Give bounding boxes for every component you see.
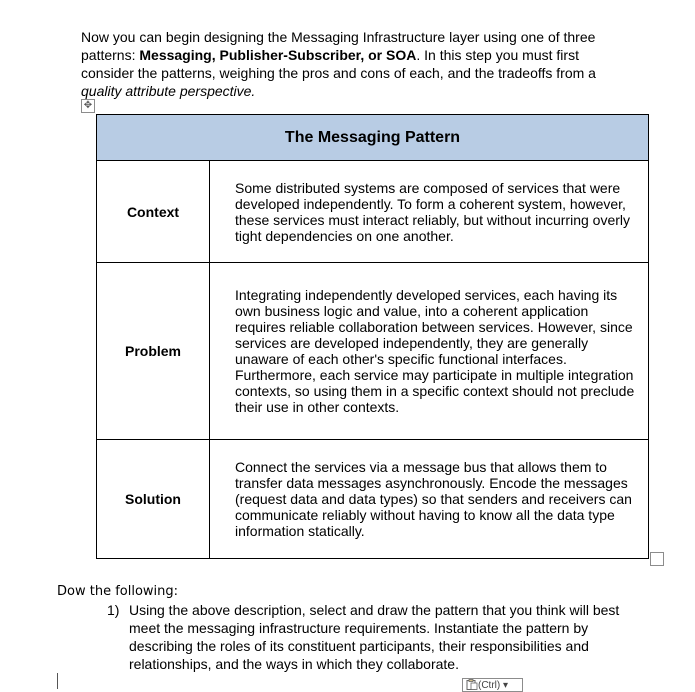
section-heading: Dow the following: [57,584,179,599]
row-text-problem: Integrating independently developed serv… [209,262,649,440]
row-text-solution: Connect the services via a message bus t… [209,439,649,559]
list-item-number: 1) [107,602,120,618]
intro-italic-text: quality attribute perspective. [81,83,256,99]
table-row: Context Some distributed systems are com… [96,160,649,263]
intro-pattern-names: Messaging, Publisher-Subscriber, or SOA [139,47,417,63]
row-label-problem: Problem [96,262,210,440]
intro-text-continued: . In this step you must first consider t… [81,47,596,81]
intro-paragraph: Now you can begin designing the Messagin… [81,28,621,100]
row-label-solution: Solution [96,439,210,559]
row-label-context: Context [96,160,210,263]
paste-options-label: (Ctrl) [478,680,501,691]
table-row: Problem Integrating independently develo… [96,262,649,440]
messaging-pattern-table: The Messaging Pattern Context Some distr… [96,114,649,559]
text-cursor [57,673,58,689]
move-arrows-icon: ✥ [83,100,93,111]
table-row: Solution Connect the services via a mess… [96,439,649,559]
list-item: 1) Using the above description, select a… [107,601,627,673]
table-title: The Messaging Pattern [96,114,649,161]
clipboard-icon [466,679,478,690]
row-text-context: Some distributed systems are composed of… [209,160,649,263]
chevron-down-icon: ▾ [500,680,509,691]
table-move-handle[interactable]: ✥ [81,99,95,113]
list-item-text: Using the above description, select and … [129,602,620,672]
intro-text: Now you can begin designing the Messagin… [81,29,596,63]
table-resize-handle[interactable] [650,552,664,566]
